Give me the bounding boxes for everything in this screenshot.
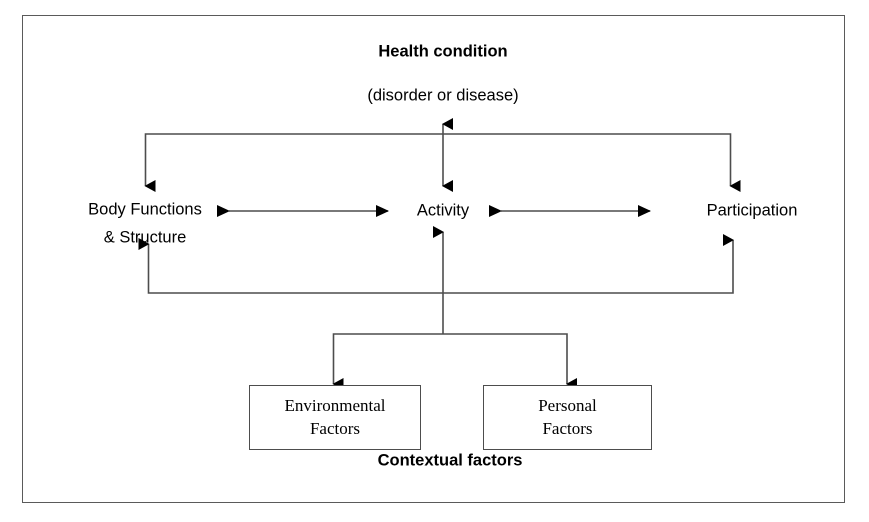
connector-contextual-bus-personal xyxy=(443,333,577,390)
node-personal-factors-box: Personal Factors xyxy=(483,385,652,450)
node-body-functions-and-structure: Body Functions & Structure xyxy=(88,200,202,247)
health-condition-subtitle: (disorder or disease) xyxy=(367,86,519,105)
environmental-factors-label: Environmental Factors xyxy=(284,395,386,438)
connector-return-bus-right xyxy=(443,234,734,294)
connector-health-bus-left xyxy=(144,133,443,192)
connector-return-bus-left xyxy=(138,238,443,294)
personal-factors-label: Personal Factors xyxy=(538,395,597,438)
connector-contextual-bus-environmental xyxy=(332,333,443,390)
node-environmental-factors-box: Environmental Factors xyxy=(249,385,421,450)
health-condition-title: Health condition xyxy=(378,42,508,61)
diagram-frame xyxy=(22,15,845,503)
node-activity: Activity xyxy=(416,201,470,220)
contextual-factors-caption: Contextual factors xyxy=(377,451,523,470)
connector-health-bus-right xyxy=(443,133,741,192)
node-participation: Participation xyxy=(706,201,798,220)
